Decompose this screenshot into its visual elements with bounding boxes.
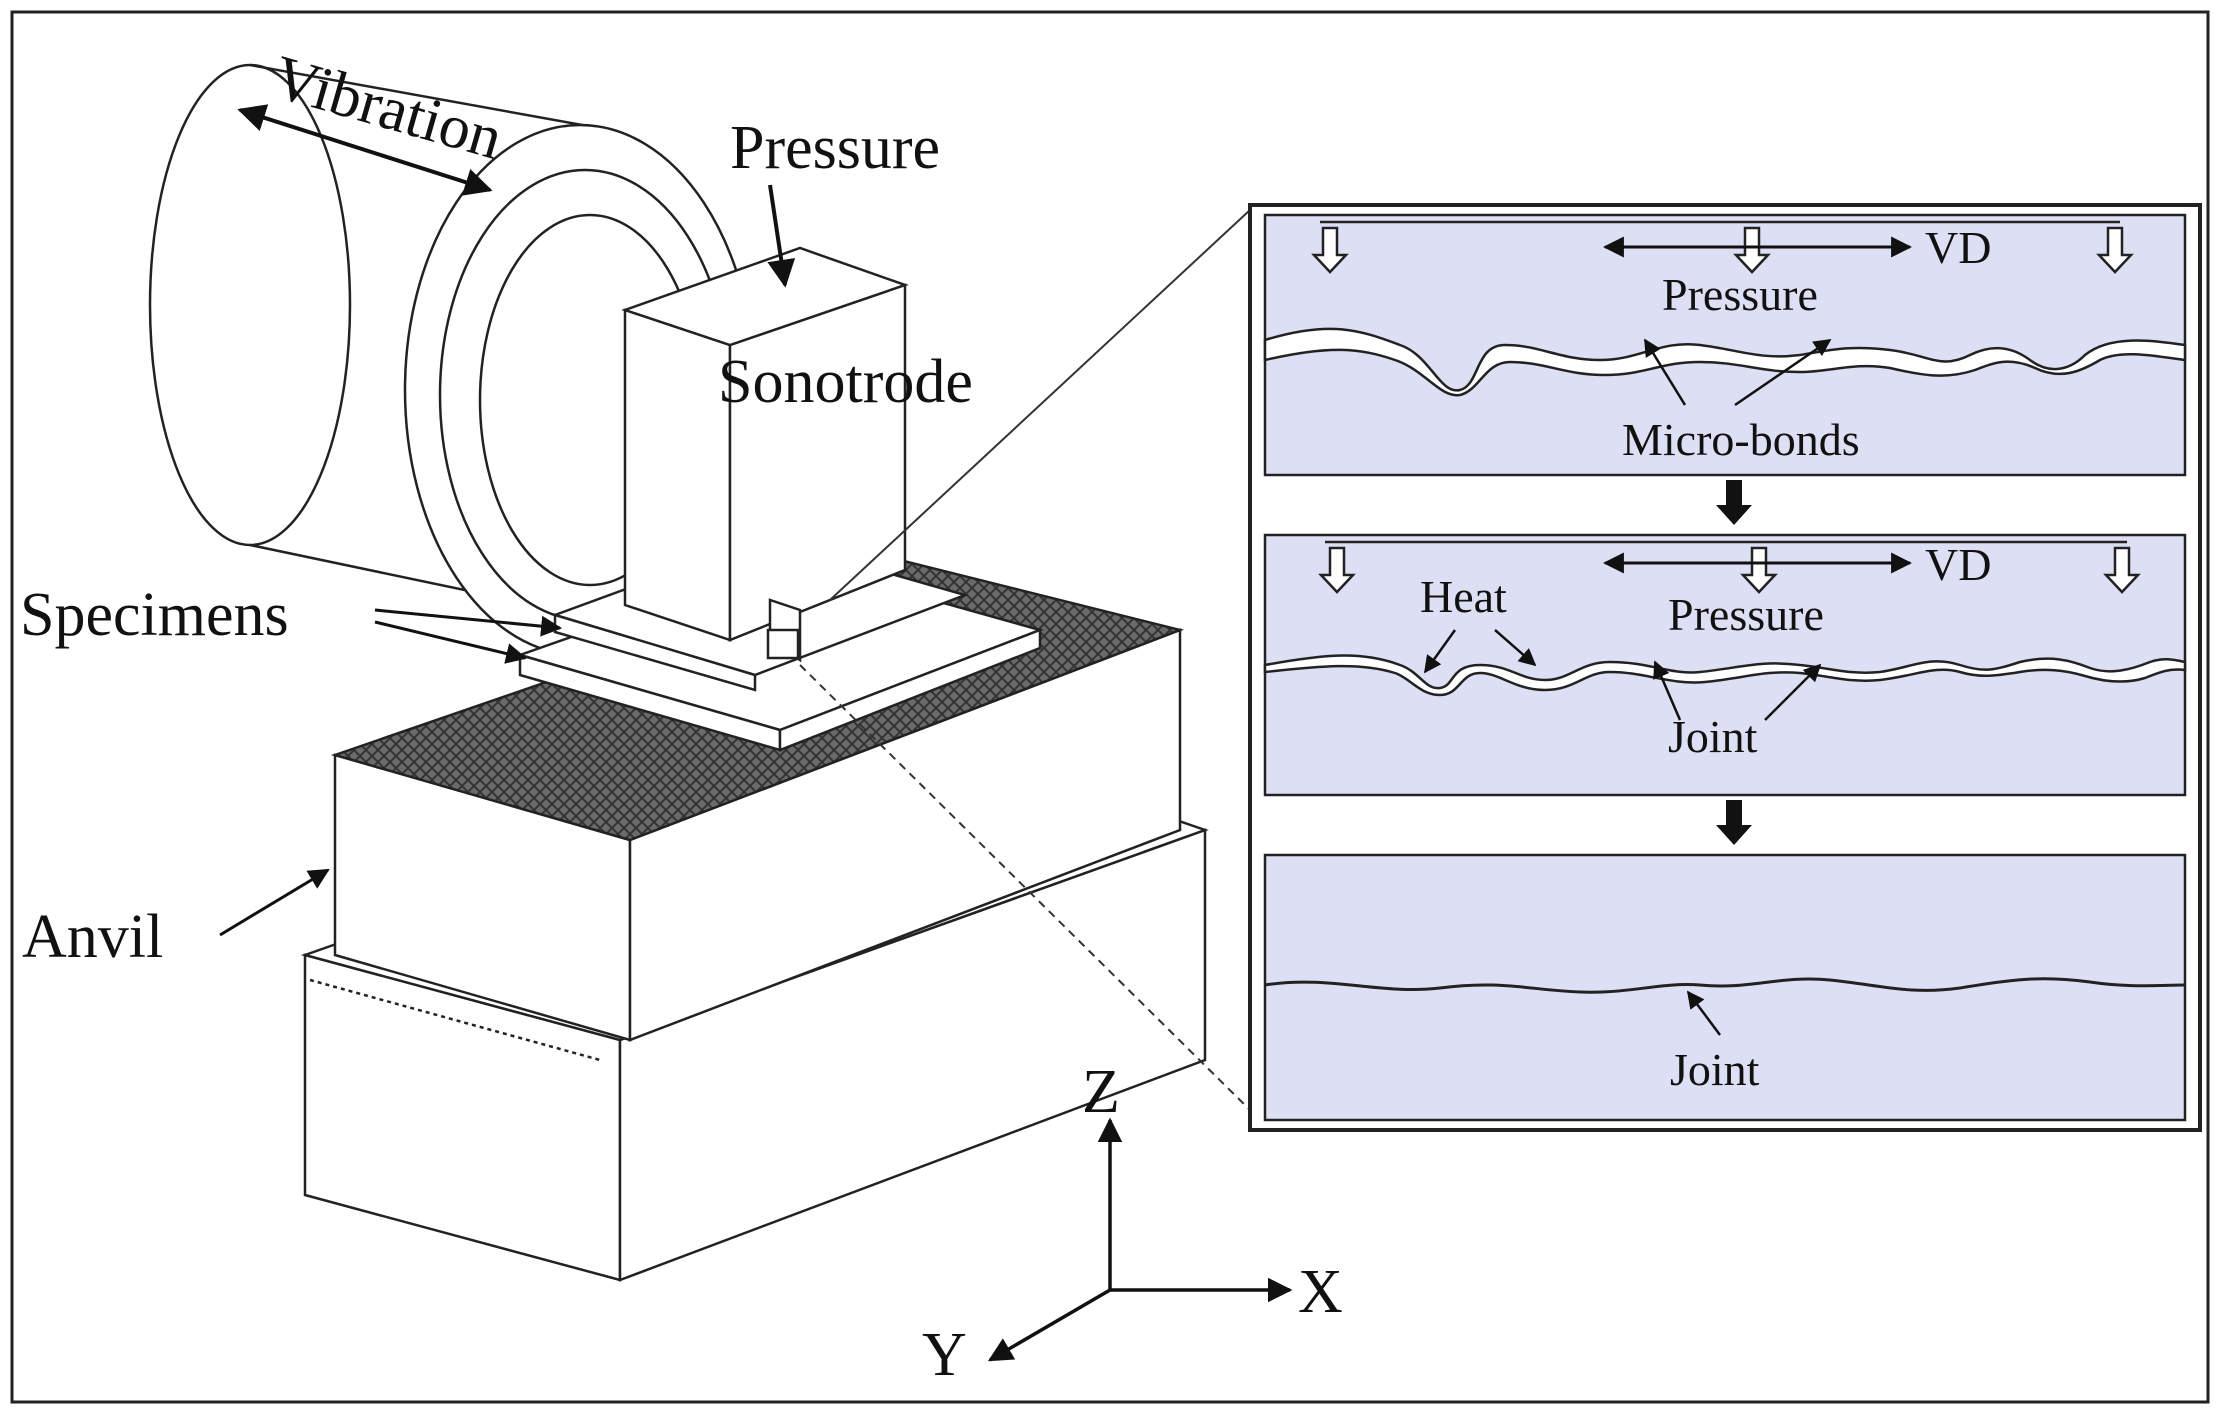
- stage-2-heat-leader-2: [1494, 629, 1537, 667]
- stage-1-interface: [1263, 327, 2187, 397]
- stage-1-callout-leader-2: [1734, 338, 1832, 407]
- stage-2-pressure-label: Pressure: [1668, 589, 1824, 640]
- zoom-line-top: [829, 209, 1251, 601]
- stage-3-interface: [1264, 977, 2186, 994]
- stage-1-callout-leader-1: [1643, 338, 1687, 406]
- stage-3-callout-leader: [1686, 990, 1722, 1036]
- stage-1-callout-label: Micro-bonds: [1622, 414, 1860, 465]
- stage-1: VD Pressure Micro-bonds: [1263, 213, 2187, 477]
- stage-2-interface: [1263, 654, 2187, 697]
- x-axis-label: X: [1298, 1258, 1343, 1326]
- stage-3-callout-label: Joint: [1670, 1044, 1760, 1095]
- z-axis-label: Z: [1082, 1058, 1120, 1126]
- y-axis: [987, 1288, 1111, 1362]
- zoom-line-bottom: [799, 664, 1251, 1111]
- y-axis-label: Y: [922, 1321, 967, 1389]
- stage-arrow-2: [1716, 800, 1752, 845]
- stage-arrow-1: [1716, 480, 1752, 525]
- detail-panel: VD Pressure Micro-bonds VD Pressure Heat: [1248, 203, 2202, 1132]
- specimens-leader-1: [374, 608, 563, 637]
- sonotrode-block: [621, 246, 909, 663]
- pressure-label: Pressure: [730, 114, 940, 182]
- specimens-leader-2: [374, 620, 528, 664]
- anvil-label: Anvil: [22, 903, 163, 971]
- stage-1-vd-label: VD: [1925, 222, 1991, 273]
- stage-2: VD Pressure Heat Joint: [1263, 533, 2187, 797]
- vibration-arrow: [237, 104, 493, 196]
- welding-machine: [148, 63, 1209, 1282]
- sonotrode-label: Sonotrode: [718, 348, 973, 416]
- stage-2-heat-leader-1: [1423, 629, 1457, 674]
- pressure-arrow: [767, 184, 796, 288]
- stage-2-callout-leader-2: [1764, 663, 1822, 721]
- coordinate-axes: Z X Y: [922, 1058, 1343, 1389]
- stage-3-box: [1263, 853, 2187, 1122]
- stage-2-callout-label: Joint: [1668, 711, 1758, 762]
- stage-2-heat-label: Heat: [1420, 571, 1507, 622]
- stage-3: Joint: [1263, 853, 2187, 1122]
- stage-1-box: [1263, 213, 2187, 477]
- anvil-leader: [219, 868, 330, 937]
- stage-2-callout-leader-1: [1653, 660, 1682, 721]
- stage-1-pressure-label: Pressure: [1662, 269, 1818, 320]
- stage-2-vd-label: VD: [1925, 539, 1991, 590]
- specimens-label: Specimens: [20, 581, 289, 649]
